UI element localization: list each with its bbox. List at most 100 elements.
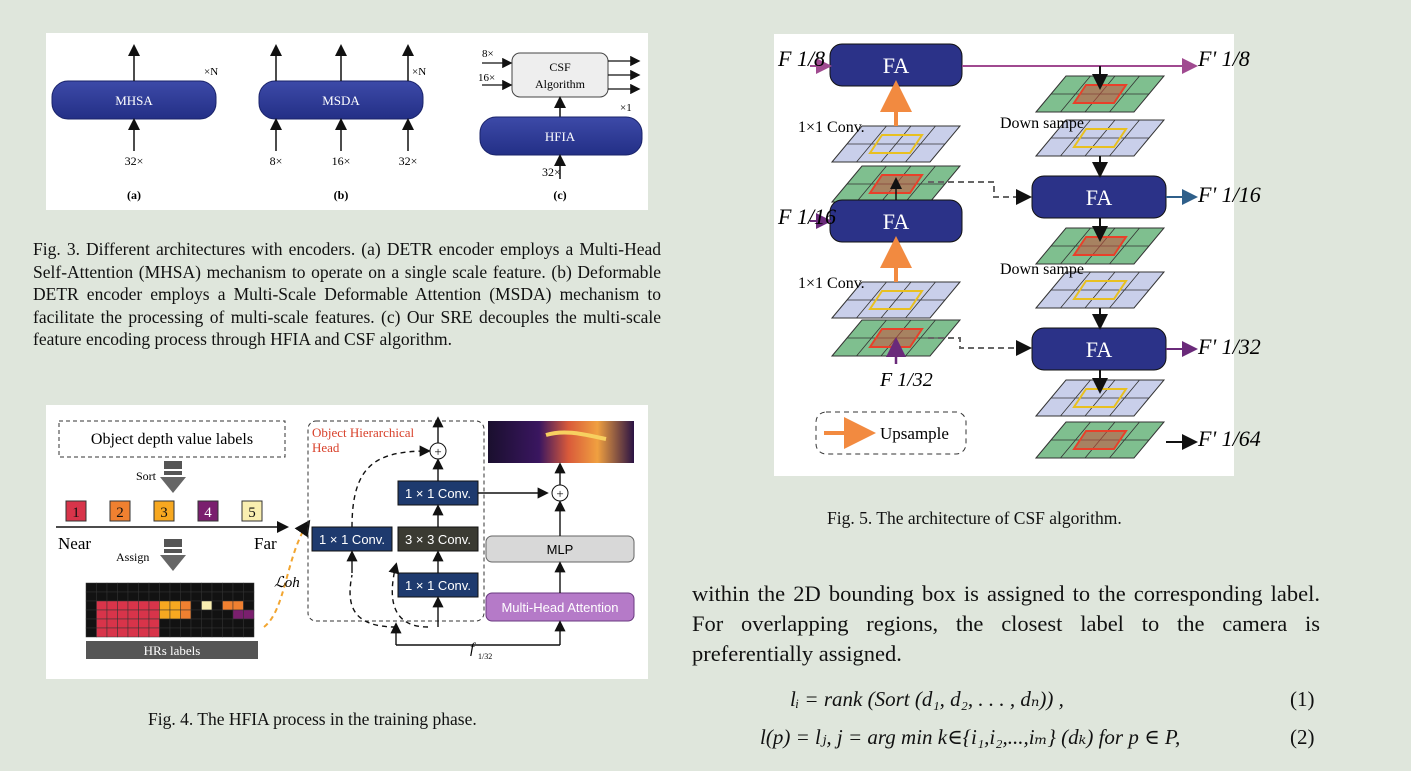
fa-block-3: FA [1086,185,1113,210]
mhsa-block: MHSA [115,93,153,108]
hr-grid-cell [96,618,108,629]
figure-3-diagram: MHSA ×N 32× (a) MSDA ×N 8× 16× 32× (b) C… [51,44,643,202]
assign-label: Assign [116,550,149,564]
msda-block: MSDA [322,93,360,108]
panel-label-c: (c) [553,188,566,202]
hr-grid-cell [159,627,171,638]
conv-1x1-bottom: 1 × 1 Conv. [405,578,471,593]
hr-grid-cell [232,618,244,629]
body-paragraph: within the 2D bounding box is assigned t… [692,581,1320,666]
hr-grid-cell [190,627,202,638]
hr-grid-cell [106,627,118,638]
hr-grid-cell [169,600,181,611]
depth-label-swatch [197,500,219,522]
hr-grid-cell [180,582,192,593]
hr-grid-cell [148,609,160,620]
fa-block-1: FA [883,53,910,78]
head-title-2: Head [312,440,340,455]
hr-grid-cell [159,582,171,593]
feature-symbol: f [470,641,476,657]
hr-grid-cell [106,618,118,629]
hr-grid-cell [243,627,255,638]
hr-grid-cell [159,609,171,620]
hr-grid-cell [243,582,255,593]
fa-block-2: FA [883,209,910,234]
hr-grid-cell [117,591,129,602]
hr-grid-cell [127,609,139,620]
svg-text:+: + [556,486,563,501]
hr-grid-cell [96,627,108,638]
feature-planes [830,75,1166,459]
depth-label-text: 1 [72,505,80,521]
hr-grid-cell [222,609,234,620]
repeat-label-c: ×1 [620,102,632,114]
hr-grid-cell [127,600,139,611]
hr-grid-cell [190,591,202,602]
hr-grid-cell [169,618,181,629]
hr-grid-cell [211,609,223,620]
hr-grid-cell [243,609,255,620]
hrs-labels-text: HRs labels [144,643,201,658]
hr-grid-cell [201,600,213,611]
hr-grid-cell [180,627,192,638]
hr-grid-cell [243,618,255,629]
hr-grid-cell [138,609,150,620]
algorithm-label: Algorithm [535,77,586,91]
input-f-8: F 1/8 [777,46,825,71]
hr-grid-cell [148,591,160,602]
depth-label-text: 3 [160,505,168,521]
hr-grid-cell [222,600,234,611]
repeat-label-a: ×N [204,66,218,78]
input-b-8: 8× [270,154,283,168]
down-label-2: Down sampe [1000,261,1084,278]
hr-grid-cell [243,591,255,602]
hr-grid-cell [211,618,223,629]
hr-grid-cell [148,618,160,629]
equation-1-number: (1) [1290,687,1315,711]
hr-grid-cell [243,600,255,611]
input-c: 32× [542,165,561,179]
hr-grid-cell [106,609,118,620]
hr-grid-cell [159,618,171,629]
hr-grid-cell [148,600,160,611]
repeat-label-b: ×N [412,66,426,78]
input-b-16: 16× [332,154,351,168]
hr-grid-cell [169,582,181,593]
hr-grid-cell [201,609,213,620]
sort-label: Sort [136,469,157,483]
hr-grid-cell [96,609,108,620]
hr-grid-cell [190,618,202,629]
hr-grid-cell [127,618,139,629]
hr-grid-cell [85,600,97,611]
side-input-8: 8× [482,48,494,60]
hr-grid-cell [201,627,213,638]
hr-grid-cell [190,600,202,611]
output-f-64: F' 1/64 [1197,426,1261,451]
hfia-block: HFIA [545,129,576,144]
output-f-32: F' 1/32 [1197,334,1261,359]
input-f-16: F 1/16 [777,204,836,229]
hr-grid-cell [85,582,97,593]
fa-block-4: FA [1086,337,1113,362]
hr-grid-cell [106,600,118,611]
hr-grid-cell [201,591,213,602]
hr-grid-cell [201,618,213,629]
hr-grid-cell [138,591,150,602]
figure-5-diagram: FA FA FA FA F 1/8 F 1/16 F 1/32 F' 1/8 F… [777,43,1261,459]
hr-grid-cell [117,600,129,611]
depth-label-swatch [241,500,263,522]
side-input-16: 16× [478,72,495,84]
depth-label-swatch [65,500,87,522]
hrs-label-grid [85,582,255,638]
equation-1: lᵢ = rank (Sort (d₁, d₂, . . . , dₙ)) , [790,687,1064,711]
output-f-8: F' 1/8 [1197,46,1250,71]
panel-label-b: (b) [334,188,349,202]
hr-grid-cell [117,627,129,638]
hr-grid-cell [211,591,223,602]
hr-grid-cell [190,582,202,593]
svg-text:+: + [434,444,441,459]
down-label-1: Down sampe [1000,115,1084,132]
hr-grid-cell [85,591,97,602]
